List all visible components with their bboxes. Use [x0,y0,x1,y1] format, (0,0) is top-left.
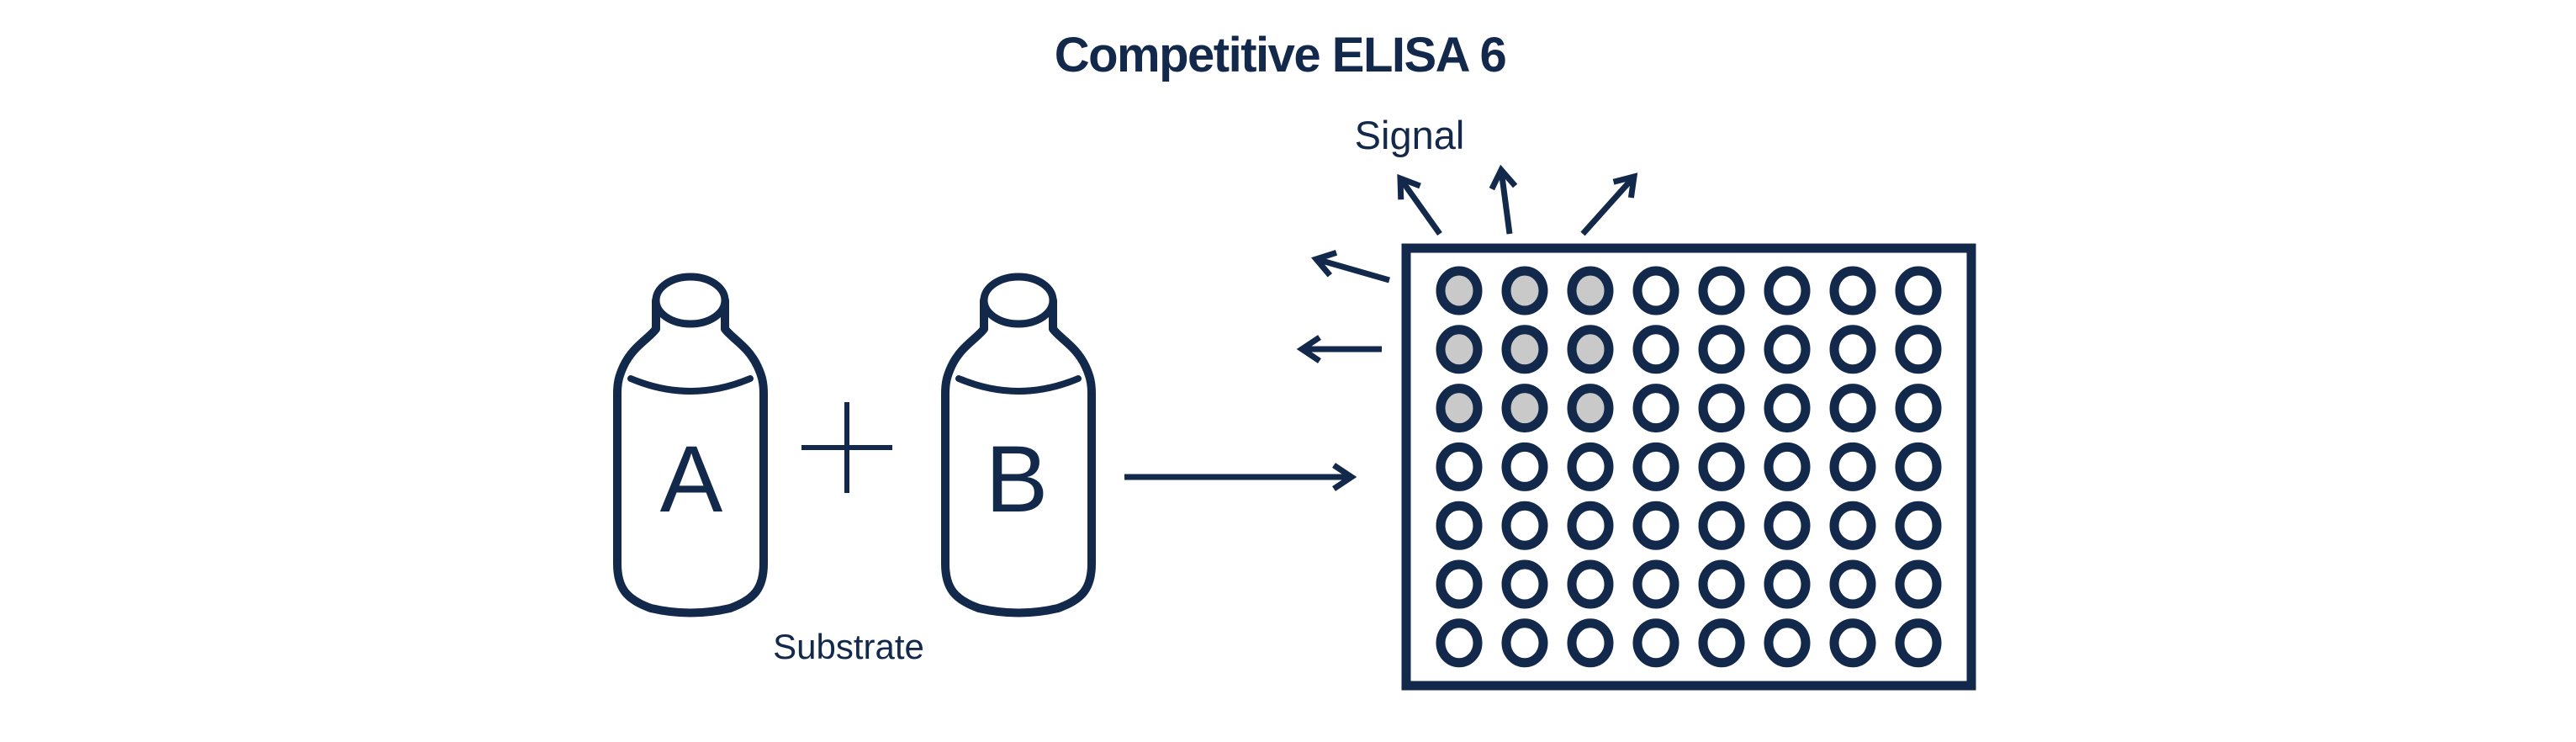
well-empty [1895,618,1942,668]
well-filled [1567,384,1614,433]
well-empty [1632,501,1679,550]
well-empty [1829,266,1876,315]
bottle-b-cap-icon [980,273,1057,328]
well-empty [1829,559,1876,609]
well-empty [1436,559,1483,609]
well-filled [1436,325,1483,374]
signal-arrow-up-right-icon [1580,172,1638,236]
well-empty [1632,266,1679,315]
plus-icon [801,402,892,493]
well-empty [1829,384,1876,433]
well-empty [1764,266,1811,315]
signal-label: Signal [1355,113,1465,157]
well-empty [1632,384,1679,433]
well-empty [1764,559,1811,609]
well-empty [1698,384,1745,433]
signal-arrow-up-left-icon [1397,173,1442,236]
substrate-label: Substrate [773,627,924,666]
well-empty [1632,325,1679,374]
well-empty [1895,266,1942,315]
well-empty [1895,559,1942,609]
bottle-a-body [613,296,768,617]
signal-arrows [1296,164,1638,363]
bottle-a-label: A [660,427,723,532]
well-empty [1698,501,1745,550]
well-empty [1436,442,1483,491]
well-empty [1698,442,1745,491]
well-empty [1895,325,1942,374]
signal-arrow-up-icon [1489,164,1518,235]
bottle-a-liquid-line [627,375,754,395]
bottle-b-body [941,296,1096,617]
well-empty [1567,618,1614,668]
well-empty [1567,559,1614,609]
well-empty [1501,559,1548,609]
well-empty [1764,618,1811,668]
well-empty [1764,384,1811,433]
well-empty [1501,501,1548,550]
well-empty [1764,442,1811,491]
bottle-b: B [941,273,1096,617]
well-filled [1567,325,1614,374]
well-empty [1698,559,1745,609]
well-empty [1829,501,1876,550]
well-empty [1436,501,1483,550]
well-empty [1698,618,1745,668]
well-empty [1698,266,1745,315]
well-empty [1501,442,1548,491]
bottle-b-label: B [986,427,1049,532]
signal-arrow-left-up-icon [1310,250,1390,284]
well-filled [1436,384,1483,433]
bottle-b-liquid-line [955,375,1082,395]
well-empty [1567,442,1614,491]
well-empty [1764,501,1811,550]
well-empty [1632,442,1679,491]
well-empty [1632,618,1679,668]
well-filled [1501,266,1548,315]
well-empty [1829,618,1876,668]
well-filled [1501,325,1548,374]
well-filled [1501,384,1548,433]
microplate-wells [1436,266,1942,668]
well-empty [1895,384,1942,433]
well-empty [1764,325,1811,374]
well-filled [1567,266,1614,315]
bottle-a-cap-icon [652,273,729,328]
well-empty [1829,325,1876,374]
well-empty [1501,618,1548,668]
well-empty [1632,559,1679,609]
well-empty [1698,325,1745,374]
well-empty [1895,442,1942,491]
well-empty [1895,501,1942,550]
well-empty [1436,618,1483,668]
bottle-a: A [613,273,768,617]
microplate [1401,243,1976,691]
microplate-frame [1401,243,1976,691]
well-filled [1436,266,1483,315]
well-empty [1567,501,1614,550]
well-empty [1829,442,1876,491]
page-title: Competitive ELISA 6 [1055,28,1506,82]
